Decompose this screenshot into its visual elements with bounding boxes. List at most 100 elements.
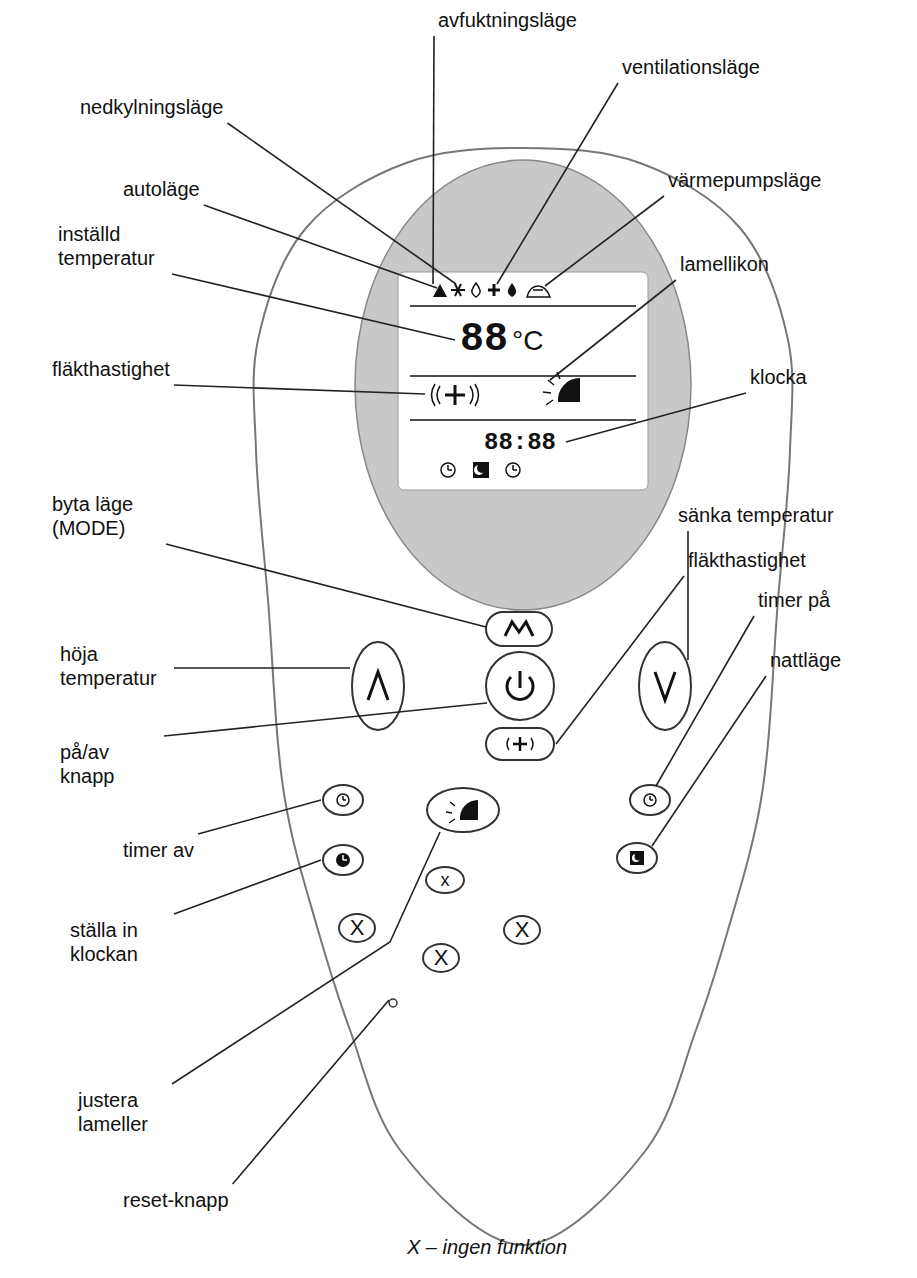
- remote-part: [558, 378, 580, 402]
- remote-part: [441, 463, 455, 477]
- mode-label: avfuktningsläge: [438, 8, 577, 32]
- down-button: [639, 642, 691, 730]
- auto-icon: [433, 284, 447, 297]
- remote-part: [644, 794, 656, 806]
- remote-part: [432, 384, 479, 406]
- leader-line: [166, 544, 486, 627]
- fan-speed-icon: [432, 384, 479, 406]
- louver-button-icon: [446, 800, 478, 823]
- no-function-button: X: [422, 943, 460, 973]
- button-text: X: [434, 947, 449, 969]
- timer-on-button: [630, 785, 670, 815]
- remote-part: [446, 802, 455, 823]
- leader-line: [172, 832, 440, 1084]
- remote-part: [650, 796, 653, 800]
- mode-label: ventilationsläge: [622, 55, 760, 79]
- cool-icon: [451, 284, 465, 296]
- night-button-icon: [630, 851, 644, 865]
- button-label: fläkthastighet: [688, 548, 806, 572]
- button-text: X: [350, 917, 365, 939]
- remote-part: [513, 737, 527, 751]
- button-text: X: [515, 919, 530, 941]
- button-clock-icons: [337, 794, 656, 806]
- no-function-button: x: [425, 866, 465, 894]
- remote-part: [343, 796, 346, 800]
- leader-line: [227, 123, 456, 284]
- clock-button: [323, 845, 363, 875]
- remote-part: [455, 284, 461, 296]
- leader-line: [204, 205, 437, 288]
- night-button-moon-cut: [635, 853, 643, 861]
- button-label: ställa in klockan: [70, 918, 170, 966]
- louver-button: [427, 788, 499, 832]
- display-label: lamellikon: [680, 252, 769, 276]
- lcd-clock: 88:88: [484, 429, 556, 458]
- leader-line: [233, 1000, 389, 1184]
- night-icon: [473, 462, 489, 478]
- night-moon-cut: [477, 463, 487, 473]
- lcd-unit: °C: [512, 324, 543, 358]
- display-label: klocka: [750, 365, 807, 389]
- mode-label: värmepumpsläge: [668, 168, 821, 192]
- caption: X – ingen funktion: [407, 1236, 567, 1259]
- display-label: inställd temperatur: [58, 222, 168, 270]
- leader-lines: [164, 36, 766, 1184]
- button-label: höja temperatur: [60, 642, 170, 690]
- timer-icons: [441, 463, 520, 477]
- no-function-button: X: [503, 915, 541, 945]
- heat-icon: [527, 286, 550, 297]
- remote-part: [507, 738, 533, 750]
- night-button: [617, 843, 657, 873]
- remote-part: [460, 800, 478, 820]
- leader-line: [174, 385, 425, 394]
- leader-line: [556, 576, 684, 744]
- leader-line: [566, 393, 746, 442]
- remote-part: [410, 419, 636, 421]
- button-label: timer på: [758, 588, 830, 612]
- button-label: sänka temperatur: [678, 503, 834, 527]
- power-symbol: [507, 671, 533, 699]
- lcd-separators: [410, 306, 636, 420]
- remote-part: [513, 465, 517, 470]
- mode-label: nedkylningsläge: [80, 95, 223, 119]
- up-symbol: [368, 672, 388, 700]
- remote-part: [455, 284, 461, 296]
- mode-label: autoläge: [123, 177, 200, 201]
- fan-button: [486, 728, 554, 760]
- remote-part: [543, 372, 560, 405]
- leader-line: [550, 280, 676, 380]
- remote-part: [410, 375, 636, 377]
- leader-line: [174, 860, 321, 914]
- clock-set-hands: [343, 855, 347, 860]
- up-button: [352, 642, 404, 730]
- leader-line: [497, 83, 618, 284]
- remote-part: [448, 465, 452, 470]
- remote-part: [337, 794, 349, 806]
- dry-icon: [472, 283, 480, 297]
- leader-line: [545, 196, 664, 286]
- fan-button-symbol: [507, 737, 533, 751]
- mode-symbol: [505, 622, 533, 636]
- timer-off-button: [323, 785, 363, 815]
- button-label: justera lameller: [78, 1088, 168, 1136]
- button-label: timer av: [123, 838, 194, 862]
- display-label: fläkthastighet: [52, 357, 170, 381]
- button-label: på/av knapp: [60, 740, 160, 788]
- leader-line: [433, 36, 434, 284]
- leader-line: [198, 800, 321, 834]
- button-label: reset-knapp: [123, 1188, 229, 1212]
- lcd-screen: [398, 272, 648, 490]
- remote-part: [445, 385, 465, 405]
- clock-set-icon: [336, 853, 350, 867]
- button-text: x: [441, 871, 450, 889]
- remote-part: [527, 286, 550, 297]
- no-function-button: X: [338, 913, 376, 943]
- reset-hole: [389, 999, 397, 1007]
- down-symbol: [655, 672, 675, 700]
- leader-line: [174, 667, 350, 669]
- fan-mode-icon: [488, 284, 500, 296]
- remote-part: [506, 463, 520, 477]
- power-button: [486, 652, 554, 720]
- leader-line: [164, 703, 487, 736]
- vent-icon: [508, 283, 516, 297]
